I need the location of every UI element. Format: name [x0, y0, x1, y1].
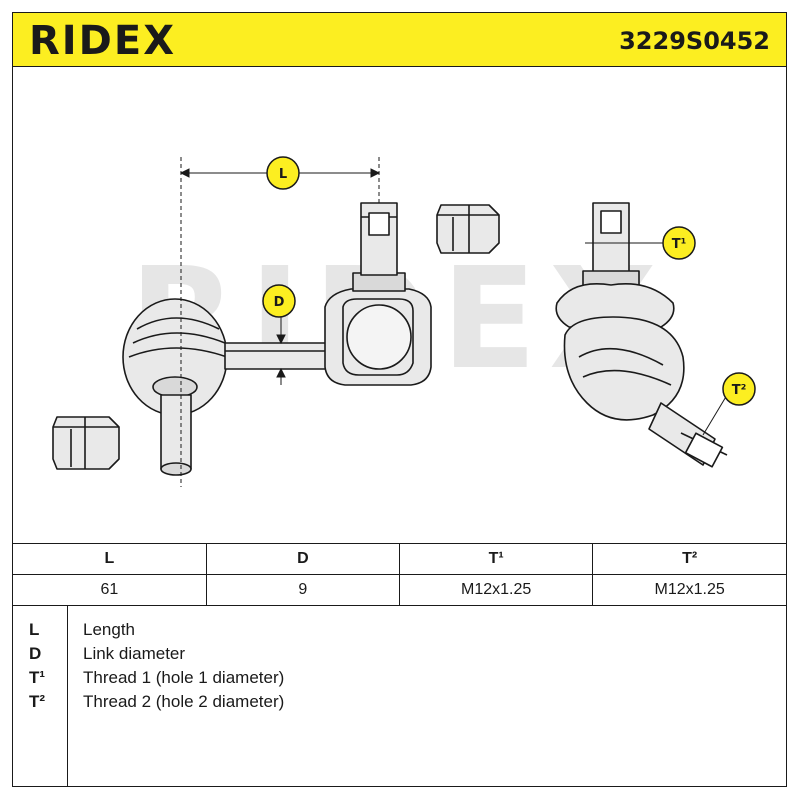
legend-item: L Length — [13, 618, 786, 642]
legend-description: Thread 1 (hole 1 diameter) — [83, 668, 285, 687]
legend-symbol: L — [29, 620, 40, 639]
spec-value-row: 61 9 M12x1.25 M12x1.25 — [13, 574, 786, 606]
callout-D: D — [262, 284, 296, 318]
spec-value-cell: 9 — [205, 574, 401, 606]
spec-value-cell: M12x1.25 — [398, 574, 594, 606]
spec-value-cell: M12x1.25 — [592, 574, 786, 606]
legend-item: T¹ Thread 1 (hole 1 diameter) — [13, 666, 786, 690]
svg-text:T²: T² — [732, 383, 747, 398]
legend-divider — [67, 606, 68, 786]
side-view-joint — [555, 202, 728, 468]
nut-icon-left — [52, 416, 120, 470]
legend-item: T² Thread 2 (hole 2 diameter) — [13, 690, 786, 714]
nut-icon-top — [436, 204, 500, 254]
header-bar: RIDEX 3229S0452 — [13, 13, 786, 67]
center-ball-joint — [324, 202, 432, 386]
spec-header-cell: L — [13, 543, 207, 575]
legend-description: Length — [83, 620, 135, 639]
spec-header-cell: T¹ — [398, 543, 594, 575]
svg-text:D: D — [274, 295, 285, 310]
legend-item: D Link diameter — [13, 642, 786, 666]
legend-symbol: T¹ — [29, 668, 46, 687]
spec-header-row: L D T¹ T² — [13, 543, 786, 575]
legend-symbol: T² — [29, 692, 46, 711]
datasheet-frame: RIDEX 3229S0452 RIDEX — [12, 12, 787, 787]
legend: L Length D Link diameter T¹ Thread 1 (ho… — [13, 606, 786, 786]
link-rod — [224, 342, 330, 370]
drawing-canvas: RIDEX — [52, 156, 756, 487]
left-ball-joint — [122, 298, 228, 476]
spec-header-cell: T² — [592, 543, 786, 575]
brand-logo: RIDEX — [29, 18, 177, 64]
legend-symbol: D — [29, 644, 42, 663]
callout-L: L — [266, 156, 300, 190]
spec-value-cell: 61 — [13, 574, 207, 606]
spec-header-cell: D — [205, 543, 401, 575]
callout-T1: T¹ — [662, 226, 696, 260]
legend-description: Link diameter — [83, 644, 186, 663]
spec-table: L D T¹ T² 61 9 M12x1.25 M12x1.25 — [13, 543, 786, 606]
legend-description: Thread 2 (hole 2 diameter) — [83, 692, 285, 711]
svg-text:T¹: T¹ — [672, 237, 687, 252]
part-number: 3229S0452 — [619, 27, 770, 55]
technical-drawing: RIDEX — [13, 67, 786, 543]
callout-T2: T² — [722, 372, 756, 406]
svg-text:L: L — [279, 167, 287, 182]
